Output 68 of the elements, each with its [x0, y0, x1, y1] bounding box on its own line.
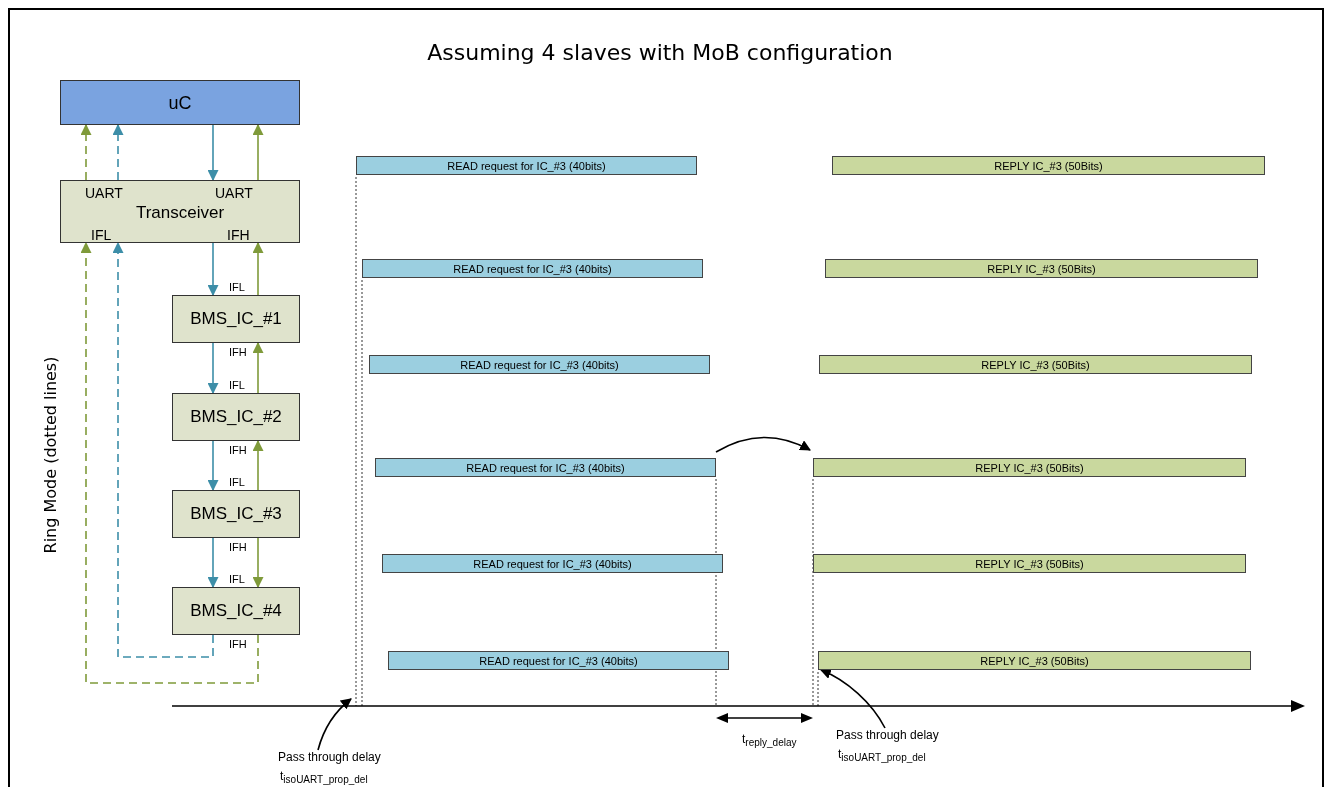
- node-label: READ request for IC_#3 (40bits): [472, 557, 633, 570]
- arrow: [715, 436, 811, 453]
- read-request-bar: [362, 259, 703, 278]
- time-symbol: t$_{isoUART_prop_del}$: [838, 747, 926, 764]
- node-label: READ request for IC_#3 (40bits): [452, 262, 613, 275]
- node-label: REPLY IC_#3 (50Bits): [979, 654, 1090, 667]
- port-label: IFH: [229, 346, 247, 358]
- arrow: [80, 241, 259, 684]
- leader-line: [317, 698, 352, 751]
- port-label: IFH: [229, 444, 247, 456]
- port-label: IFL: [229, 281, 245, 293]
- arrow: [820, 668, 886, 729]
- reply-bar: [813, 458, 1246, 477]
- read-request-bar: [382, 554, 723, 573]
- node-label: REPLY IC_#3 (50Bits): [974, 557, 1085, 570]
- controller-box: [60, 80, 300, 125]
- side-label: Ring Mode (dotted lines): [40, 356, 60, 554]
- port-label: IFH: [227, 227, 250, 243]
- node-label: BMS_IC_#1: [189, 309, 283, 329]
- node-label: REPLY IC_#3 (50Bits): [980, 358, 1091, 371]
- arrow: [252, 241, 264, 296]
- arrow: [252, 123, 264, 181]
- node-label: REPLY IC_#3 (50Bits): [993, 159, 1104, 172]
- time-symbol: t$_{reply_delay}$: [742, 732, 797, 749]
- node-label: READ request for IC_#3 (40bits): [478, 654, 639, 667]
- reply-bar: [818, 651, 1251, 670]
- node-label: uC: [167, 92, 193, 113]
- annotation-text: Pass through delay: [836, 728, 939, 742]
- reply-bar: [813, 554, 1246, 573]
- arrow: [252, 439, 264, 491]
- port-label: UART: [85, 185, 123, 201]
- arrow: [112, 123, 124, 181]
- diagram-title: Assuming 4 slaves with MoB configuration: [426, 40, 894, 65]
- read-request-bar: [375, 458, 716, 477]
- port-label: IFL: [229, 476, 245, 488]
- port-label: UART: [215, 185, 253, 201]
- annotation-text: Pass through delay: [278, 750, 381, 764]
- arrow: [112, 241, 214, 658]
- read-request-bar: [388, 651, 729, 670]
- read-request-bar: [369, 355, 710, 374]
- node-label: REPLY IC_#3 (50Bits): [986, 262, 1097, 275]
- node-label: Transceiver: [134, 203, 226, 223]
- arrow: [252, 537, 264, 589]
- node-label: READ request for IC_#3 (40bits): [465, 461, 626, 474]
- node-label: BMS_IC_#4: [189, 601, 283, 621]
- port-label: IFL: [91, 227, 112, 243]
- arrow: [207, 342, 219, 395]
- arrow: [207, 124, 219, 182]
- arrow: [80, 123, 92, 181]
- read-request-bar: [356, 156, 697, 175]
- node-label: READ request for IC_#3 (40bits): [446, 159, 607, 172]
- port-label: IFL: [229, 573, 245, 585]
- node-label: REPLY IC_#3 (50Bits): [974, 461, 1085, 474]
- node-label: READ request for IC_#3 (40bits): [459, 358, 620, 371]
- arrow: [207, 537, 219, 589]
- port-label: IFH: [229, 638, 247, 650]
- node-label: BMS_IC_#2: [189, 407, 283, 427]
- transceiver-box: [60, 180, 300, 243]
- port-label: IFH: [229, 541, 247, 553]
- node-label: BMS_IC_#3: [189, 504, 283, 524]
- arrow: [207, 242, 219, 297]
- reply-bar: [819, 355, 1252, 374]
- time-symbol: t$_{isoUART_prop_del}$: [280, 769, 368, 786]
- arrow: [252, 341, 264, 394]
- port-label: IFL: [229, 379, 245, 391]
- arrow: [207, 440, 219, 492]
- reply-bar: [832, 156, 1265, 175]
- reply-bar: [825, 259, 1258, 278]
